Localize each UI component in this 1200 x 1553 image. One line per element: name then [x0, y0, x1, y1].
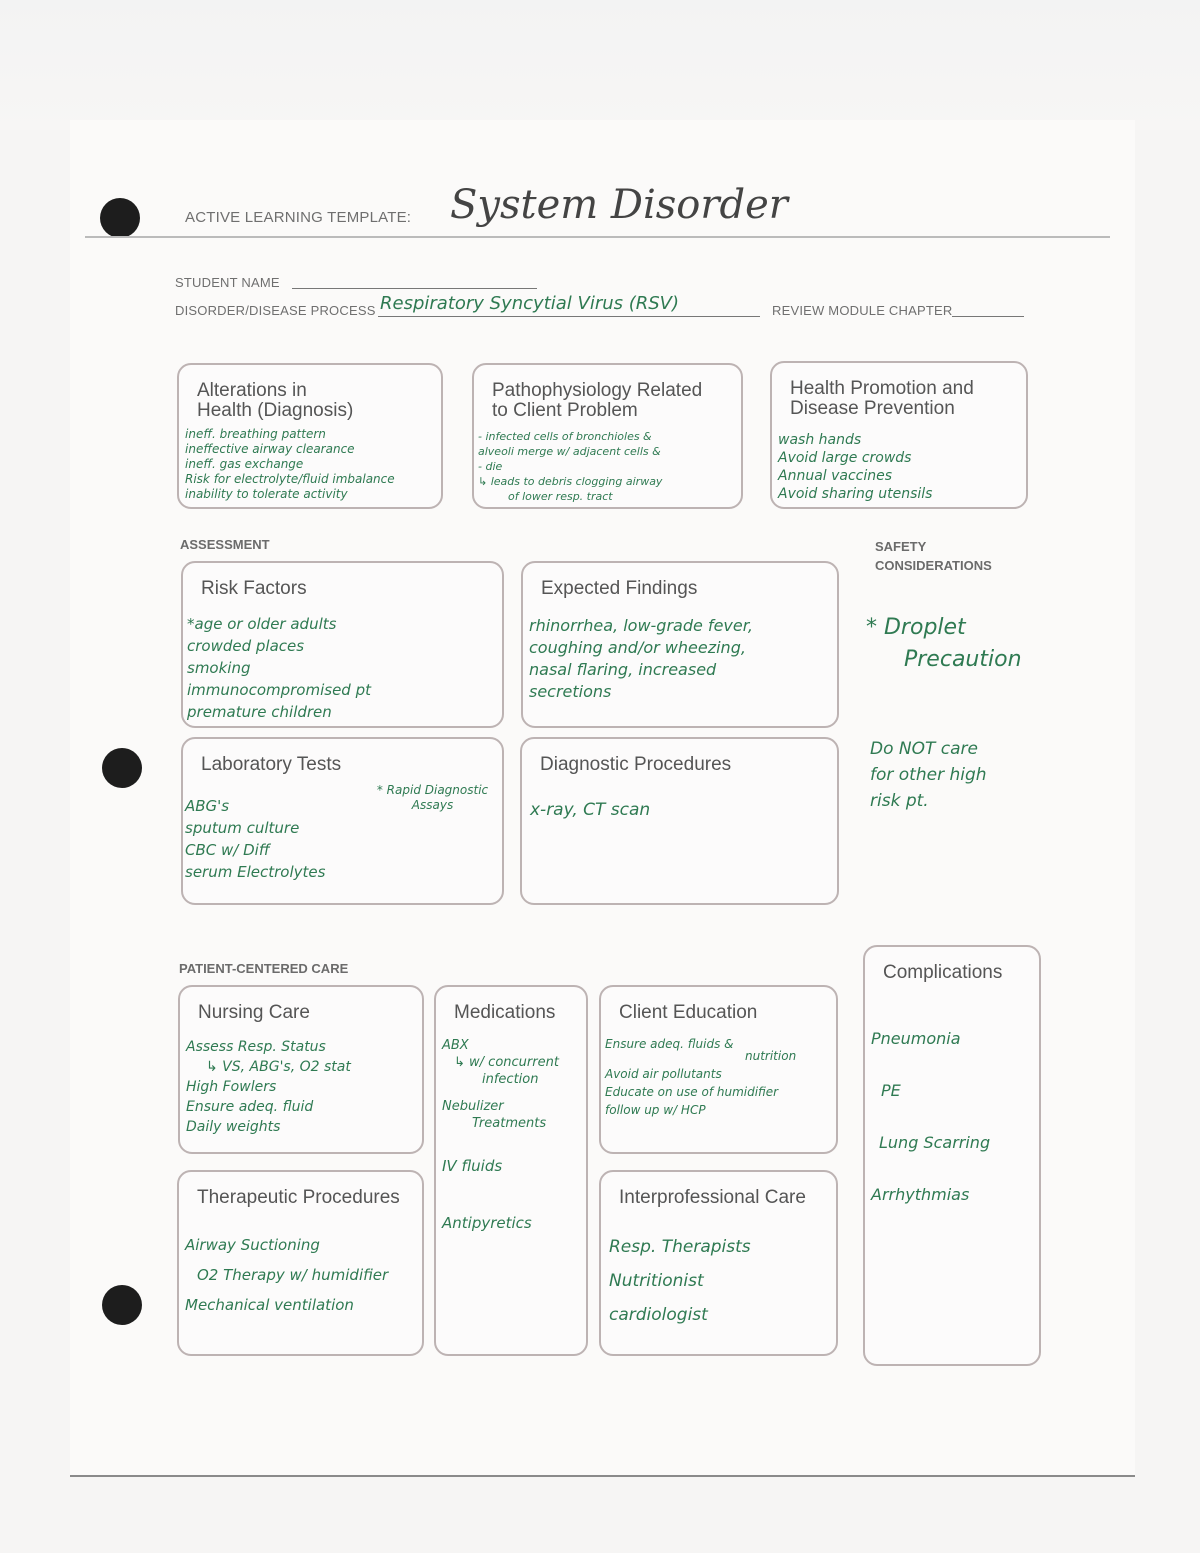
laboratory-tests-title: Laboratory Tests — [201, 754, 342, 775]
diagnostic-procedures-notes: x-ray, CT scan — [530, 800, 651, 820]
page-title: System Disorder — [450, 182, 788, 228]
disorder-field[interactable] — [378, 316, 760, 317]
therapeutic-procedures-box: Therapeutic Procedures Airway Suctioning… — [177, 1170, 424, 1356]
review-module-label: REVIEW MODULE CHAPTER — [772, 303, 953, 318]
client-education-title: Client Education — [619, 1002, 758, 1023]
photo-background — [0, 0, 1200, 130]
nursing-care-box: Nursing Care Assess Resp. Status↳ VS, AB… — [178, 985, 424, 1154]
interprofessional-care-title: Interprofessional Care — [619, 1187, 806, 1208]
diagnostic-procedures-title: Diagnostic Procedures — [540, 754, 732, 775]
disorder-value: Respiratory Syncytial Virus (RSV) — [380, 293, 680, 314]
student-name-label: STUDENT NAME — [175, 275, 280, 290]
disorder-label: DISORDER/DISEASE PROCESS — [175, 303, 376, 318]
rapid-assay-note: * Rapid Diagnostic Assays — [376, 783, 489, 812]
review-module-field[interactable] — [952, 316, 1024, 317]
nursing-care-title: Nursing Care — [198, 1002, 310, 1023]
risk-factors-title: Risk Factors — [201, 578, 307, 599]
expected-findings-box: Expected Findings rhinorrhea, low-grade … — [521, 561, 839, 728]
punch-hole — [100, 198, 140, 238]
expected-findings-notes: rhinorrhea, low-grade fever,coughing and… — [529, 616, 753, 701]
assessment-label: ASSESSMENT — [180, 537, 270, 552]
template-label: ACTIVE LEARNING TEMPLATE: — [185, 209, 412, 226]
punch-hole — [102, 1285, 142, 1325]
therapeutic-procedures-title: Therapeutic Procedures — [197, 1187, 400, 1208]
punch-hole — [102, 748, 142, 788]
patient-centered-care-label: PATIENT-CENTERED CARE — [179, 961, 349, 976]
client-education-box: Client Education Ensure adeq. fluids &nu… — [599, 985, 838, 1154]
diagnostic-procedures-box: Diagnostic Procedures x-ray, CT scan — [520, 737, 839, 905]
medications-title: Medications — [454, 1002, 556, 1023]
pathophysiology-notes: - infected cells of bronchioles &alveoli… — [478, 430, 663, 503]
complications-title: Complications — [883, 962, 1003, 983]
title-rule — [85, 236, 1110, 238]
student-name-field[interactable] — [292, 288, 537, 289]
expected-findings-title: Expected Findings — [541, 578, 698, 599]
